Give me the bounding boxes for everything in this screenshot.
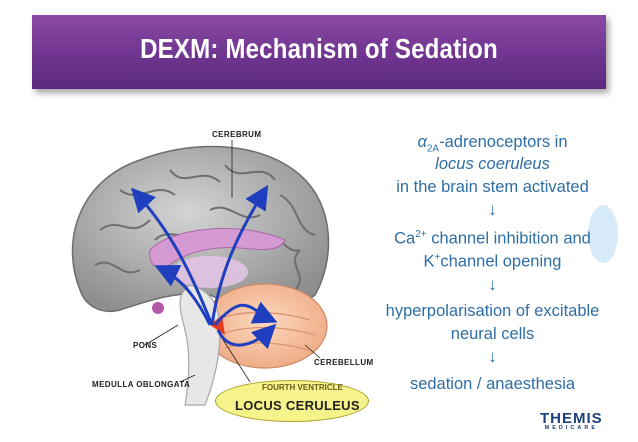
- k-text: channel opening: [440, 252, 562, 271]
- alpha-subscript: 2A: [426, 143, 440, 155]
- step-hyperpolarisation: hyperpolarisation of excitable: [385, 302, 600, 320]
- ca-superscript: 2+: [415, 229, 427, 240]
- ca-prefix: Ca: [394, 229, 416, 248]
- logo-main: THEMIS: [540, 410, 603, 427]
- label-fourth-ventricle: FOURTH VENTRICLE: [262, 383, 343, 392]
- themis-logo: THEMIS MEDICARE: [540, 410, 603, 431]
- brain-stem-shape: [179, 284, 221, 406]
- step-calcium: Ca2+ channel inhibition and: [370, 229, 615, 249]
- locus-ceruleus-highlight: [215, 380, 369, 422]
- step-locus: locus coeruleus: [435, 155, 550, 173]
- label-pons: PONS: [133, 341, 158, 350]
- step-potassium: K+channel opening: [370, 252, 615, 272]
- step-receptor: α2A-adrenoceptors in: [370, 133, 615, 154]
- receptor-text: -adrenoceptors in: [439, 133, 568, 151]
- ca-text: channel inhibition and: [426, 229, 591, 248]
- down-arrow-1: ↓: [488, 200, 497, 219]
- label-locus-ceruleus: LOCUS CERULEUS: [235, 398, 360, 413]
- decorative-blob: [588, 205, 618, 263]
- alpha-symbol: α: [417, 133, 427, 151]
- label-cerebrum: CEREBRUM: [212, 130, 262, 139]
- brain-illustration: [71, 140, 330, 406]
- down-arrow-2: ↓: [488, 275, 497, 294]
- step-brainstem: in the brain stem activated: [396, 178, 589, 196]
- title-bar: DEXM: Mechanism of Sedation: [32, 15, 606, 89]
- k-superscript: +: [434, 252, 441, 263]
- logo-sub: MEDICARE: [544, 425, 598, 431]
- step-neural-cells: neural cells: [450, 325, 535, 343]
- step-sedation: sedation / anaesthesia: [409, 375, 576, 393]
- label-cerebellum: CEREBELLUM: [314, 358, 374, 367]
- down-arrow-3: ↓: [488, 347, 497, 366]
- label-medulla: MEDULLA OBLONGATA: [92, 380, 191, 389]
- slide-title: DEXM: Mechanism of Sedation: [140, 33, 498, 64]
- k-prefix: K: [423, 252, 435, 271]
